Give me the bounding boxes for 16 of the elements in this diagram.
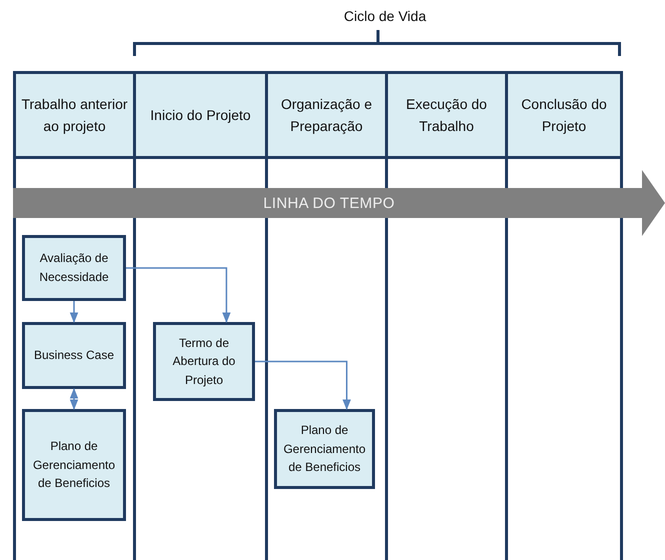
phase-header: Trabalho anterior ao projeto: [13, 71, 136, 159]
process-box: Plano de Gerenciamento de Beneficios: [22, 409, 126, 521]
phase-header: Inicio do Projeto: [133, 71, 268, 159]
bracket-label: Ciclo de Vida: [342, 8, 428, 24]
phase-header: Conclusão do Projeto: [505, 71, 623, 159]
process-box: Business Case: [22, 322, 126, 389]
process-box: Avaliação de Necessidade: [22, 235, 126, 301]
process-box: Termo de Abertura do Projeto: [153, 322, 255, 401]
phase-header: Organização e Preparação: [265, 71, 388, 159]
arrow: [70, 388, 78, 410]
arrow: [255, 360, 351, 410]
timeline-arrow: LINHA DO TEMPO: [13, 170, 665, 236]
arrow: [70, 301, 78, 324]
arrow: [126, 267, 231, 324]
phase-header: Execução do Trabalho: [385, 71, 508, 159]
process-box: Plano de Gerenciamento de Beneficios: [274, 409, 375, 489]
